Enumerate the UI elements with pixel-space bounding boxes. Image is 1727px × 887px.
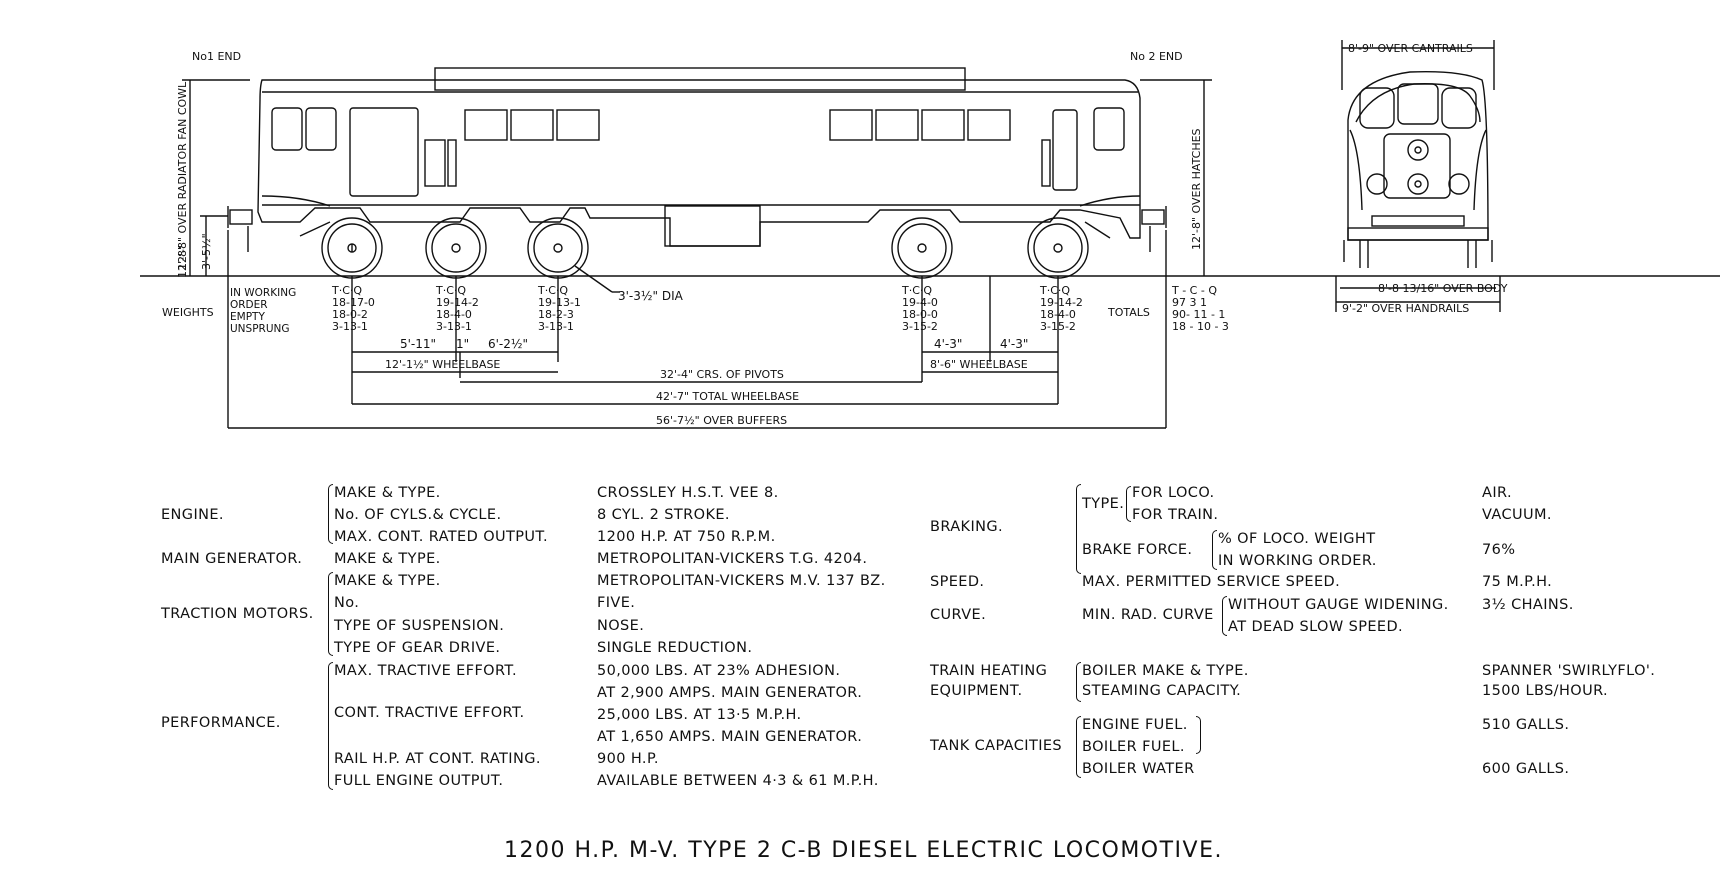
svg-text:19-14-2: 19-14-2 — [436, 296, 479, 309]
overall-height-label: 12'-8" — [176, 245, 189, 278]
dim-5-11: 5'-11" — [400, 337, 436, 351]
svg-text:18-0-2: 18-0-2 — [332, 308, 368, 321]
svg-text:3-15-2: 3-15-2 — [1040, 320, 1076, 333]
svg-text:18-4-0: 18-4-0 — [1040, 308, 1076, 321]
total-wheelbase-dim: 42'-7" TOTAL WHEELBASE — [656, 390, 799, 403]
axle-weights-3: T·C·Q 19-13-1 18-2-3 3-13-1 — [537, 284, 581, 333]
bogie-wheelbase-2: 8'-6" WHEELBASE — [930, 358, 1028, 371]
axle-weights-4: T·C·Q 19-4-0 18-0-0 3-15-2 — [901, 284, 938, 333]
svg-text:T·C·Q: T·C·Q — [901, 284, 932, 297]
buffer-height-label: 3'-5½" — [200, 233, 213, 270]
svg-text:90- 11 - 1: 90- 11 - 1 — [1172, 308, 1225, 321]
dim-6-2: 6'-2½" — [488, 337, 528, 351]
svg-text:18-4-0: 18-4-0 — [436, 308, 472, 321]
total-weights: T - C - Q 97 3 1 90- 11 - 1 18 - 10 - 3 — [1171, 284, 1229, 333]
wheel-1 — [321, 217, 383, 279]
drawing-title: 1200 H.P. M-V. TYPE 2 C-B DIESEL ELECTRI… — [504, 838, 1223, 863]
svg-text:18 - 10 - 3: 18 - 10 - 3 — [1172, 320, 1229, 333]
axle-weights-2: T·C·Q 19-14-2 18-4-0 3-13-1 — [435, 284, 479, 333]
dim-1in: 1" — [456, 337, 469, 351]
bogie-wheelbase-1: 12'-1½" WHEELBASE — [385, 358, 500, 371]
svg-text:T·C·Q: T·C·Q — [331, 284, 362, 297]
svg-text:EMPTY: EMPTY — [230, 311, 265, 323]
svg-text:3-15-2: 3-15-2 — [902, 320, 938, 333]
svg-text:IN WORKING: IN WORKING — [230, 287, 296, 299]
svg-text:3-13-1: 3-13-1 — [538, 320, 574, 333]
svg-text:T - C - Q: T - C - Q — [1171, 284, 1217, 297]
svg-text:T·C·Q: T·C·Q — [435, 284, 466, 297]
pivots-dim: 32'-4" CRS. OF PIVOTS — [660, 368, 784, 381]
svg-text:18-0-0: 18-0-0 — [902, 308, 938, 321]
radiator-dim-label: 12'-8" OVER RADIATOR FAN COWL — [176, 81, 189, 270]
svg-text:18-17-0: 18-17-0 — [332, 296, 375, 309]
svg-text:97 3 1: 97 3 1 — [1172, 296, 1207, 309]
svg-text:19-4-0: 19-4-0 — [902, 296, 938, 309]
cantrails-label: 8'-9" OVER CANTRAILS — [1348, 42, 1473, 55]
axle-weights-1: T·C·Q 18-17-0 18-0-2 3-13-1 — [331, 284, 375, 333]
totals-label: TOTALS — [1107, 306, 1150, 319]
svg-text:18-2-3: 18-2-3 — [538, 308, 574, 321]
svg-text:T·C·Q: T·C·Q — [537, 284, 568, 297]
svg-text:ORDER: ORDER — [230, 299, 268, 311]
svg-text:3-13-1: 3-13-1 — [332, 320, 368, 333]
svg-text:3-13-1: 3-13-1 — [436, 320, 472, 333]
svg-text:UNSPRUNG: UNSPRUNG — [230, 323, 290, 335]
no1-end-label: No1 END — [192, 50, 241, 63]
svg-text:19-13-1: 19-13-1 — [538, 296, 581, 309]
svg-text:19-14-2: 19-14-2 — [1040, 296, 1083, 309]
weights-title: WEIGHTS — [162, 306, 214, 319]
no2-end-label: No 2 END — [1130, 50, 1183, 63]
hatches-dim-label: 12'-8" OVER HATCHES — [1190, 128, 1203, 250]
dim-4-3-b: 4'-3" — [1000, 337, 1028, 351]
wheel-dia-label: 3'-3½" DIA — [618, 289, 684, 303]
axle-weights-5: T·C·Q 19-14-2 18-4-0 3-15-2 — [1039, 284, 1083, 333]
over-body-label: 8'-8 13/16" OVER BODY — [1378, 282, 1508, 295]
svg-text:T·C·Q: T·C·Q — [1039, 284, 1070, 297]
over-buffers-dim: 56'-7½" OVER BUFFERS — [656, 414, 787, 427]
dim-4-3-a: 4'-3" — [934, 337, 962, 351]
over-handrails-label: 9'-2" OVER HANDRAILS — [1342, 302, 1469, 315]
